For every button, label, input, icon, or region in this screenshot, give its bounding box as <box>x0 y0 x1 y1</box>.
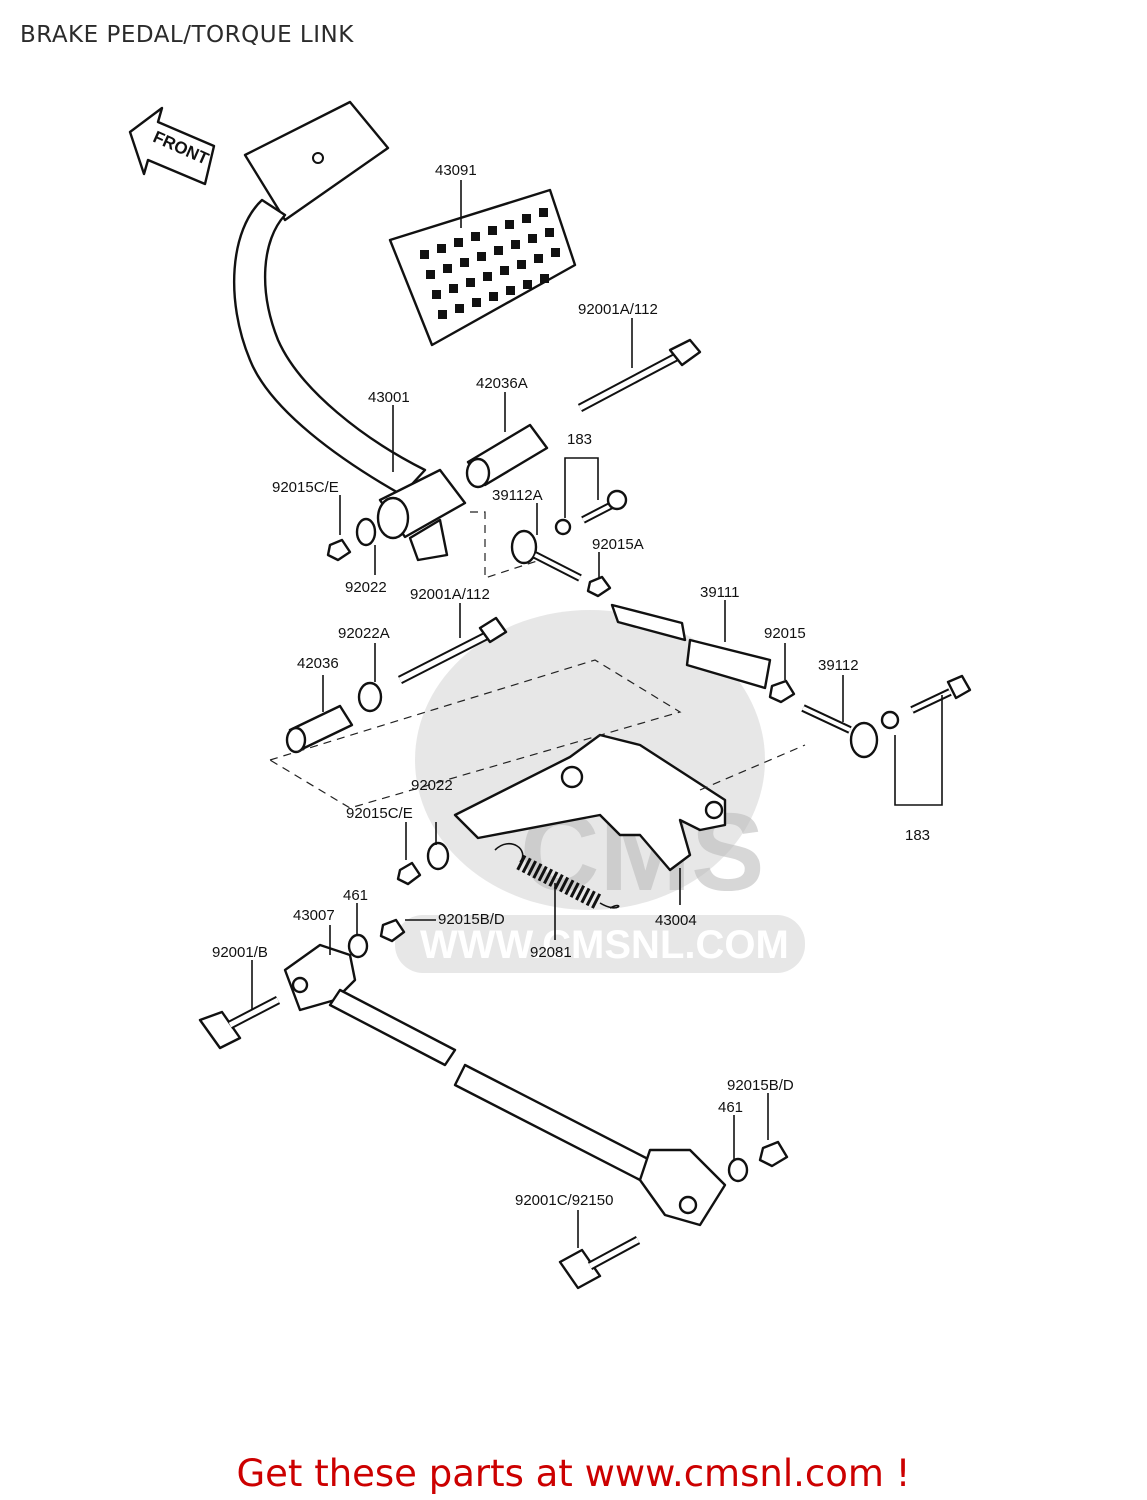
nut-92015BD-bot <box>727 1140 789 1183</box>
bolt-small-183 <box>554 489 628 536</box>
label-92022-top: 92022 <box>345 579 387 596</box>
bushing-42036 <box>285 704 354 754</box>
label-461-bot: 461 <box>718 1099 743 1116</box>
label-92001A-112-top: 92001A/112 <box>578 301 658 318</box>
leader-lines <box>251 180 943 1248</box>
label-39112A: 39112A <box>492 487 543 504</box>
label-92001A-112-mid: 92001A/112 <box>410 586 490 603</box>
label-39112: 39112 <box>818 657 859 674</box>
label-183-right: 183 <box>905 827 930 844</box>
front-arrow-icon: FRONT <box>128 106 216 186</box>
assembly-lines <box>269 511 806 809</box>
label-92081: 92081 <box>530 944 572 961</box>
nut-92015A <box>586 575 612 598</box>
washer-92022A <box>357 681 383 713</box>
label-92001B: 92001/B <box>212 944 268 961</box>
footer-cta-text[interactable]: Get these parts at www.cmsnl.com ! <box>236 1452 911 1495</box>
torque-link-43007 <box>283 943 727 1227</box>
label-92001C-92150: 92001C/92150 <box>515 1192 613 1209</box>
label-42036: 42036 <box>297 655 339 672</box>
label-92015CE-mid: 92015C/E <box>346 805 413 822</box>
footer-cta-link[interactable]: Get these parts at www.cmsnl.com ! <box>0 1452 1147 1495</box>
parts-diagram: CMS WWW.CMSNL.COM FRONT <box>128 100 972 1290</box>
bracket-43004 <box>453 733 727 872</box>
clevis-39112A <box>510 529 582 582</box>
bolt-92001B <box>198 996 281 1050</box>
bolt-92001C <box>558 1236 641 1290</box>
brake-pedal-43001 <box>232 100 467 562</box>
label-92015: 92015 <box>764 625 806 642</box>
label-92015CE-top: 92015C/E <box>272 479 339 496</box>
label-43004: 43004 <box>655 912 697 929</box>
label-42036A: 42036A <box>476 375 528 392</box>
bolt-183-right <box>880 674 972 730</box>
watermark-url: WWW.CMSNL.COM <box>420 923 789 967</box>
label-92022A: 92022A <box>338 625 390 642</box>
label-92015A: 92015A <box>592 536 644 553</box>
nut-92015 <box>768 679 796 704</box>
label-43007: 43007 <box>293 907 335 924</box>
clevis-39112 <box>801 704 879 759</box>
page-title: BRAKE PEDAL/TORQUE LINK <box>20 22 354 48</box>
pedal-pad-43091 <box>388 188 577 347</box>
label-461-top: 461 <box>343 887 368 904</box>
bolt-92001A-top <box>577 338 702 412</box>
label-92015BD-bot: 92015B/D <box>727 1077 794 1094</box>
rod-39111 <box>610 603 772 690</box>
bolt-92001A-mid <box>397 616 508 685</box>
label-92015BD-top: 92015B/D <box>438 911 505 928</box>
label-92022-mid: 92022 <box>411 777 453 794</box>
label-43091: 43091 <box>435 162 477 179</box>
label-183-top: 183 <box>567 431 592 448</box>
spring-92081 <box>494 843 620 911</box>
label-43001: 43001 <box>368 389 410 406</box>
washer-461-top <box>347 918 406 959</box>
part-labels: 43091 92001A/112 42036A 43001 183 92015C… <box>212 162 930 1209</box>
label-39111: 39111 <box>700 584 740 601</box>
nut-92015CE-mid <box>396 841 450 886</box>
bushing-42036A <box>465 423 549 489</box>
nut-92015CE-top <box>326 517 377 562</box>
